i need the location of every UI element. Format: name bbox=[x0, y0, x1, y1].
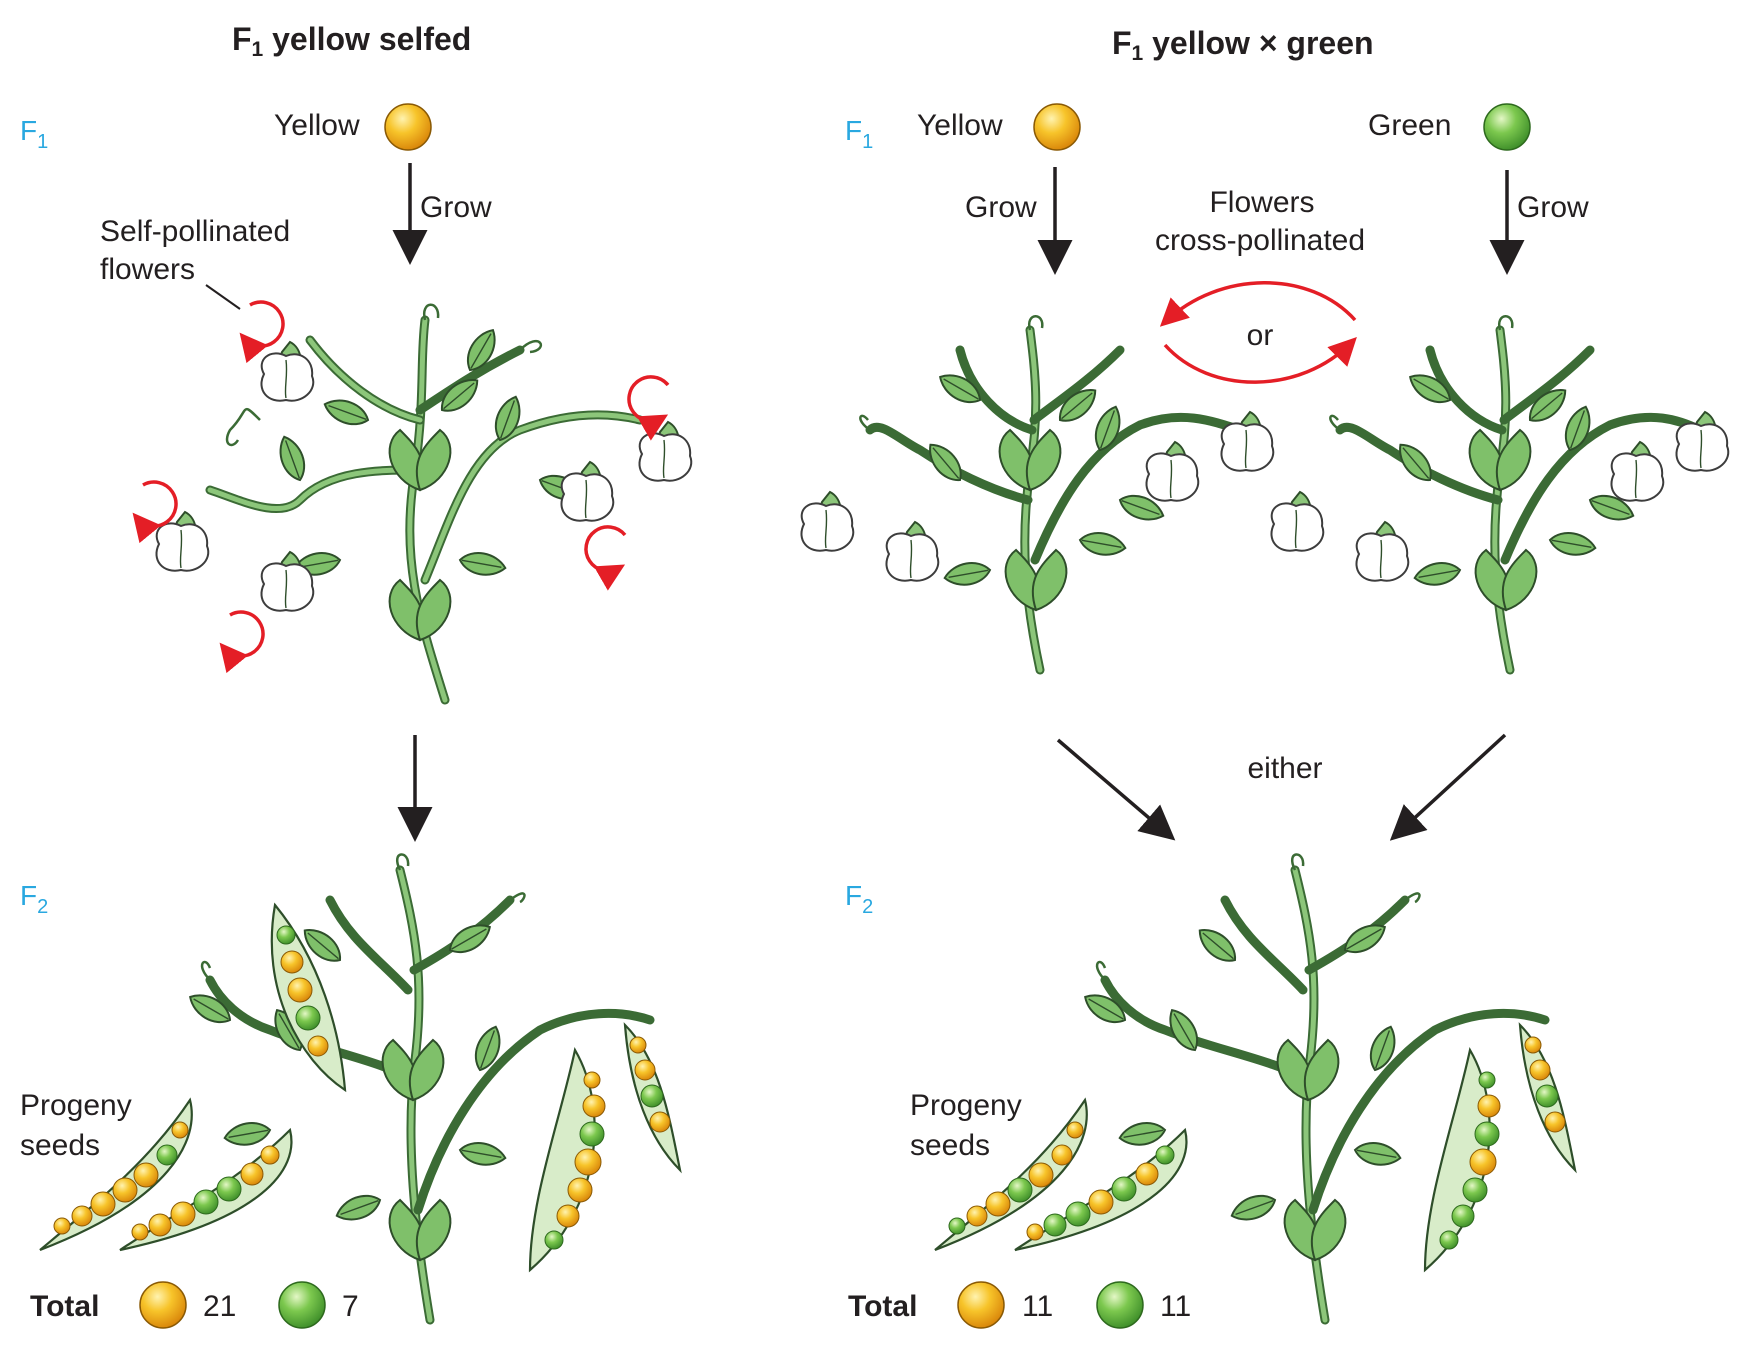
left-flower-1 bbox=[260, 341, 315, 402]
cross-pollination-arrow-bottom bbox=[1163, 337, 1357, 384]
right-f2-label: F2 bbox=[845, 880, 873, 918]
left-f2-label: F2 bbox=[20, 880, 48, 918]
right-progeny-label-2: seeds bbox=[910, 1129, 990, 1162]
right-grow-label-2: Grow bbox=[1517, 191, 1589, 224]
right-total-yellow-seed bbox=[957, 1281, 1005, 1329]
right-pod-seeds bbox=[948, 1036, 1566, 1250]
left-total-yellow-seed bbox=[139, 1281, 187, 1329]
left-total-label: Total bbox=[30, 1290, 99, 1323]
left-progeny-label-1: Progeny bbox=[20, 1089, 132, 1122]
right-green-count: 11 bbox=[1160, 1290, 1191, 1323]
self-pollination-arrows bbox=[132, 300, 670, 674]
left-progeny-label-2: seeds bbox=[20, 1129, 100, 1162]
right-parent-yellow-seed bbox=[1033, 103, 1081, 151]
left-green-count: 7 bbox=[342, 1290, 359, 1323]
self-pollinated-label-1: Self-pollinated bbox=[100, 215, 290, 248]
right-total-green-seed bbox=[1096, 1281, 1144, 1329]
left-flower-5 bbox=[638, 421, 693, 482]
either-arrow-left bbox=[1056, 738, 1176, 841]
right-parent2-label: Green bbox=[1368, 109, 1451, 142]
left-yellow-count: 21 bbox=[203, 1290, 236, 1323]
right-parent-green-seed bbox=[1483, 103, 1531, 151]
left-parent-yellow-seed bbox=[384, 103, 432, 151]
left-pod-seeds bbox=[53, 925, 671, 1250]
cross-pollination-arrow-top bbox=[1159, 281, 1357, 327]
right-f1-plant-yellow bbox=[800, 315, 1275, 675]
left-flower-4 bbox=[560, 461, 615, 522]
right-total-label: Total bbox=[848, 1290, 917, 1323]
left-f1-label: F1 bbox=[20, 115, 48, 153]
left-f1-plant bbox=[155, 303, 693, 705]
either-arrow-right bbox=[1389, 733, 1507, 841]
right-yellow-count: 11 bbox=[1022, 1290, 1053, 1323]
left-f2-plant bbox=[39, 853, 682, 1325]
self-pollinated-pointer bbox=[205, 284, 241, 310]
self-pollinated-label-2: flowers bbox=[100, 253, 195, 286]
right-progeny-label-1: Progeny bbox=[910, 1089, 1022, 1122]
right-f1-plant-green bbox=[1270, 315, 1730, 675]
either-label: either bbox=[1247, 752, 1322, 785]
cross-pollinated-label-1: Flowers bbox=[1209, 186, 1314, 219]
right-panel: F1 yellow × green F1 Yellow Green Grow G… bbox=[800, 25, 1730, 1329]
or-label: or bbox=[1247, 319, 1274, 352]
left-total-green-seed bbox=[278, 1281, 326, 1329]
right-parent1-label: Yellow bbox=[917, 109, 1003, 142]
left-title: F1 yellow selfed bbox=[232, 21, 471, 61]
cross-pollinated-label-2: cross-pollinated bbox=[1155, 224, 1365, 257]
right-grow-label-1: Grow bbox=[965, 191, 1037, 224]
right-f1-label: F1 bbox=[845, 115, 873, 153]
left-panel: F1 yellow selfed F1 Yellow Grow Self-pol… bbox=[20, 21, 693, 1329]
left-grow-label: Grow bbox=[420, 191, 492, 224]
right-f2-plant bbox=[934, 853, 1577, 1325]
right-title: F1 yellow × green bbox=[1112, 25, 1374, 65]
left-parent-label: Yellow bbox=[274, 109, 360, 142]
left-flower-2 bbox=[155, 511, 210, 572]
